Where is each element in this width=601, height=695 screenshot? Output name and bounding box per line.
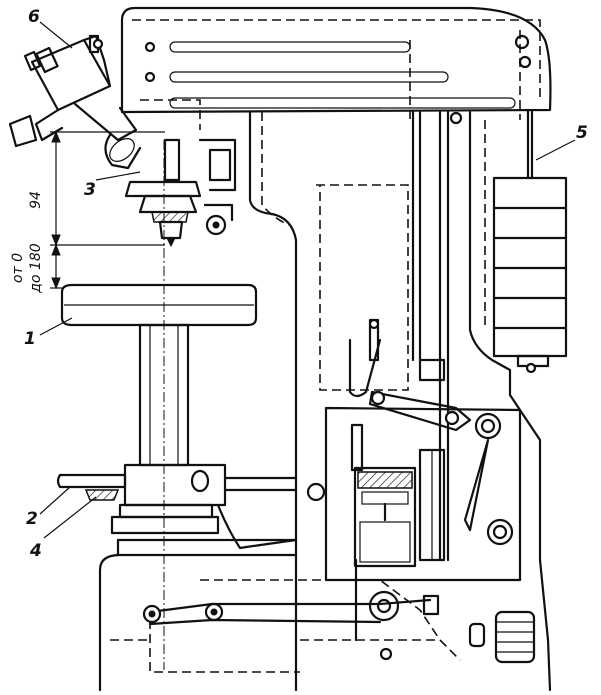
dimension-lines (50, 130, 165, 290)
label-part-5: 5 (576, 123, 588, 143)
internal-mechanism (142, 110, 536, 664)
lifting-screw-part-2 (56, 463, 326, 507)
label-part-6: 6 (28, 7, 40, 27)
handwheel-nut-part-4 (84, 489, 298, 550)
leader-lines (39, 21, 576, 539)
label-part-3: 3 (84, 180, 96, 200)
weights-part-5 (492, 108, 568, 374)
top-lever-system (132, 19, 541, 130)
dimension-range-from: от 0 (10, 253, 26, 283)
machine-frame (98, 6, 552, 692)
microscope-part-6 (8, 34, 142, 170)
label-part-2: 2 (26, 509, 38, 529)
indenter-head-part-3 (124, 138, 237, 248)
dimension-range-to: до 180 (28, 243, 44, 294)
dimension-stroke-94: 94 (28, 191, 44, 209)
label-part-1: 1 (24, 329, 36, 349)
label-part-4: 4 (29, 541, 42, 561)
